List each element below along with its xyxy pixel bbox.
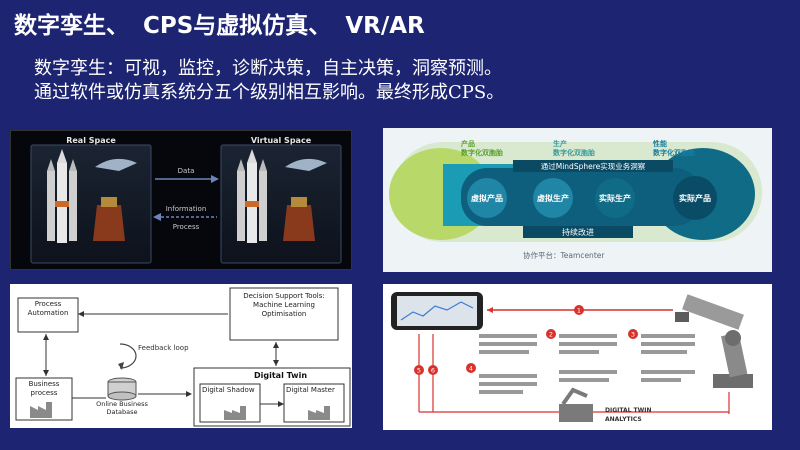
svg-text:3: 3: [631, 331, 635, 339]
digital-twin-flow-diagram: Process Automation Decision Support Tool…: [10, 284, 352, 428]
platform-label: 协作平台：Teamcenter: [523, 250, 605, 260]
stage-production-twin-label: 数字化双胞胎: [553, 148, 595, 157]
continuous-improvement-label: 持续改进: [562, 227, 594, 237]
decision-support-box: Decision Support Tools: Machine Learning…: [243, 292, 325, 318]
robot-arm-icon: [675, 294, 753, 388]
database-icon: [107, 377, 137, 401]
marker-4: 4: [466, 363, 476, 373]
rocket-icon: [47, 149, 77, 243]
feedback-loop-label: Feedback loop: [138, 344, 189, 352]
svg-text:6: 6: [431, 367, 435, 375]
digital-master-box: Digital Master: [286, 386, 335, 394]
online-database-label: Online Business Database: [96, 400, 148, 416]
analytics-caption: ANALYTICS: [605, 416, 642, 423]
text-block-2: [559, 334, 617, 382]
marker-5: 5: [414, 365, 424, 375]
virtual-engine-icon: [283, 158, 327, 241]
marker-2: 2: [546, 329, 556, 339]
node-virtual-production: 虚拟生产: [537, 193, 569, 203]
stage-product-twin-label: 数字化双胞胎: [461, 148, 503, 157]
mindsphere-digital-twin-image: 通过MindSphere实现业务洞察 产品 数字化双胞胎 生产 数字化双胞胎 性…: [383, 128, 772, 272]
real-space-label: Real Space: [66, 136, 116, 145]
process-label: Process: [173, 223, 200, 231]
real-virtual-space-image: Real Space Virtual Space: [10, 130, 352, 270]
virtual-space-label: Virtual Space: [251, 136, 312, 145]
svg-text:5: 5: [417, 367, 421, 375]
stage-performance-twin-label: 数字化双胞胎: [653, 148, 695, 157]
stage-performance-label: 性能: [653, 139, 667, 148]
information-label: Information: [166, 205, 207, 213]
node-virtual-product: 虚拟产品: [471, 193, 503, 203]
data-label: Data: [178, 167, 195, 175]
engine-icon: [93, 158, 137, 241]
slide-title: 数字孪生、 CPS与虚拟仿真、 VR/AR: [14, 13, 425, 39]
node-real-product: 实际产品: [679, 193, 711, 203]
body-text-line-1: 数字孪生：可视，监控，诊断决策，自主决策，洞察预测。: [34, 58, 502, 79]
data-arrow: [155, 175, 219, 183]
tablet-icon: [391, 292, 483, 330]
text-block-1: [479, 334, 537, 394]
node-real-production: 实际生产: [599, 193, 631, 203]
master-factory-icon: [308, 406, 330, 420]
stage-product-label: 产品: [461, 139, 475, 148]
marker-3: 3: [628, 329, 638, 339]
marker-6: 6: [428, 365, 438, 375]
digital-twin-label: Digital Twin: [254, 371, 307, 380]
digital-shadow-box: Digital Shadow: [202, 386, 255, 394]
svg-text:1: 1: [577, 307, 581, 315]
analytics-robot-icon: [559, 387, 593, 422]
factory-icon: [30, 402, 52, 418]
svg-text:2: 2: [549, 331, 553, 339]
body-text-line-2: 通过软件或仿真系统分五个级别相互影响。最终形成CPS。: [34, 82, 505, 103]
information-arrow: [153, 213, 217, 221]
digital-twin-caption: DIGITAL TWIN: [605, 407, 652, 414]
text-block-3: [641, 334, 695, 382]
stage-production-label: 生产: [553, 139, 567, 148]
shadow-factory-icon: [224, 406, 246, 420]
mindsphere-banner: 通过MindSphere实现业务洞察: [541, 161, 646, 171]
ar-digital-twin-image: DIGITAL TWIN ANALYTICS 1 2 3 4 5 6: [383, 284, 772, 430]
virtual-rocket-icon: [237, 149, 267, 243]
business-process-box: Business process: [28, 380, 60, 397]
marker-1: 1: [574, 305, 584, 315]
feedback-loop-icon: [118, 343, 137, 370]
process-automation-box: Process Automation: [27, 300, 69, 317]
svg-text:4: 4: [469, 365, 473, 373]
